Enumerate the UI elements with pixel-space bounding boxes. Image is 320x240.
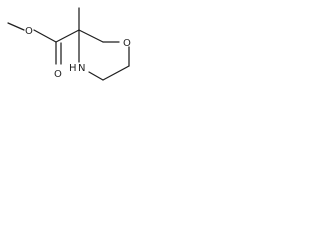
carbonyl-carbon-to-c3-bond (55, 29, 80, 43)
molecule-diagram-canvas: O O O H N (0, 0, 168, 105)
methyl-to-ester-oxygen-bond (7, 22, 25, 31)
ring-nitrogen-label: N (78, 63, 85, 74)
molecule-diagram: O O O H N (7, 7, 131, 81)
ester-oxygen-to-carbonyl-carbon-bond (33, 29, 57, 43)
ring-c5-to-n4-bond (88, 71, 104, 81)
ester-oxygen-label: O (25, 26, 33, 37)
carbonyl-oxygen-label: O (54, 69, 62, 80)
ring-c3-to-c2-bond (78, 29, 104, 43)
ring-oxygen-label: O (123, 38, 131, 49)
ring-nitrogen-hydrogen-label: H (69, 63, 77, 74)
ring-c6-to-c5-bond (102, 65, 130, 81)
